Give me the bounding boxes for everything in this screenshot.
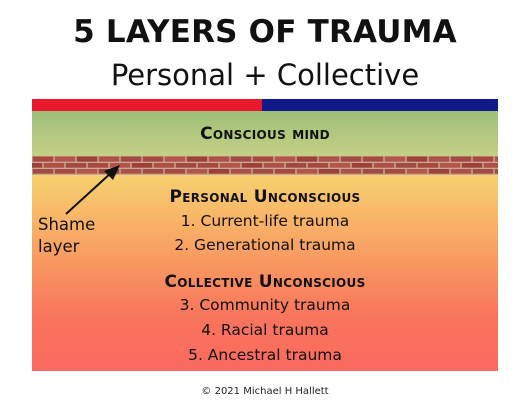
personal-item-2: 2. Generational trauma [174,236,356,254]
collective-unconscious-heading: Collective Unconscious [164,272,366,292]
red-bar [32,99,262,111]
collective-item-4: 4. Racial trauma [201,321,329,339]
shame-layer-label: Shame layer [38,214,118,258]
shame-label-line-1: Shame [38,215,96,234]
conscious-mind-label: Conscious mind [200,124,330,144]
personal-unconscious-heading: Personal Unconscious [169,187,361,207]
collective-item-3: 3. Community trauma [179,296,351,314]
personal-item-1: 1. Current-life trauma [180,212,350,230]
shame-label-line-2: layer [38,237,80,256]
diagram-title: 5 LAYERS OF TRAUMA [73,14,457,50]
blue-bar [262,99,498,111]
arrow-icon [65,165,120,215]
collective-item-5: 5. Ancestral trauma [188,346,342,364]
diagram-subtitle: Personal + Collective [110,58,420,92]
unconscious-layer [32,175,498,371]
brick-wall-shame-layer [32,156,498,175]
copyright-notice: © 2021 Michael H Hallett [201,386,329,397]
conscious-layer [32,111,498,156]
